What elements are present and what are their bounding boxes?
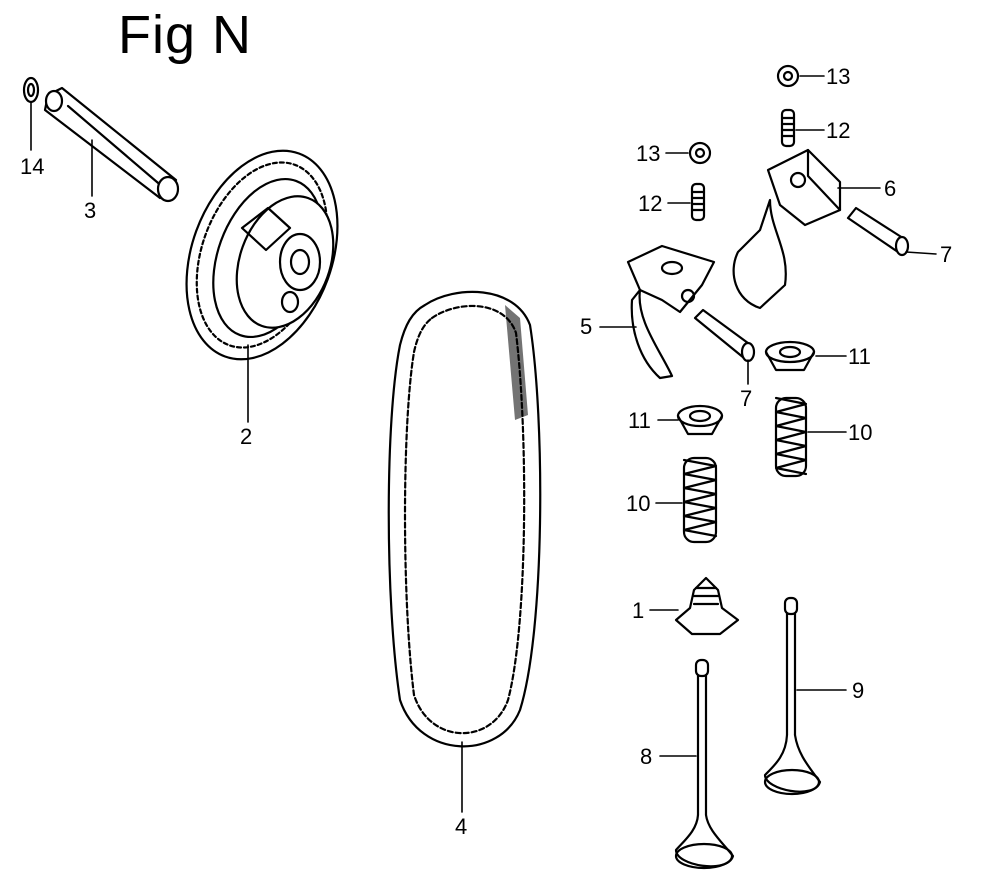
callout-4: 4 <box>455 814 467 839</box>
callout-11-left: 11 <box>628 408 651 433</box>
callout-10-right: 10 <box>848 420 872 445</box>
callout-9: 9 <box>852 678 864 703</box>
figure-title: Fig N <box>118 5 253 65</box>
callout-3: 3 <box>84 198 96 223</box>
part-12-screw-lower <box>690 182 706 222</box>
callout-7-lower: 7 <box>740 386 752 411</box>
callout-13-upper: 13 <box>826 64 850 89</box>
part-11-retainer-right <box>764 340 816 372</box>
leader-lines <box>30 75 937 813</box>
part-6-rocker-arm <box>732 148 842 310</box>
callout-14: 14 <box>20 154 44 179</box>
part-2-cam-pulley <box>185 149 339 361</box>
part-13-nut-upper <box>776 64 800 88</box>
part-5-rocker-arm <box>626 244 716 380</box>
part-8-valve <box>674 658 735 870</box>
callout-10-left: 10 <box>626 491 650 516</box>
part-13-nut-lower <box>688 141 712 165</box>
part-7-pin-lower <box>693 308 756 363</box>
callout-2: 2 <box>240 424 252 449</box>
part-7-pin-upper <box>846 206 910 257</box>
callout-6: 6 <box>884 176 896 201</box>
part-12-screw-upper <box>780 108 796 148</box>
callout-7-upper: 7 <box>940 242 952 267</box>
callout-8: 8 <box>640 744 652 769</box>
callout-11-right: 11 <box>848 344 871 369</box>
part-9-valve <box>763 596 822 796</box>
part-11-retainer-left <box>676 404 724 436</box>
part-3-camshaft <box>43 86 180 203</box>
callout-1: 1 <box>632 598 644 623</box>
callout-12-lower: 12 <box>638 191 662 216</box>
callouts: 14 3 2 4 5 6 7 7 13 12 13 12 11 10 11 10… <box>20 64 952 839</box>
callout-5: 5 <box>580 314 592 339</box>
callout-13-lower: 13 <box>636 141 660 166</box>
part-4-timing-belt <box>387 290 542 748</box>
part-10-spring-right <box>774 396 808 478</box>
part-14-washer <box>22 76 40 104</box>
callout-12-upper: 12 <box>826 118 850 143</box>
part-1-stem-seal <box>674 576 740 636</box>
part-10-spring-left <box>682 456 718 544</box>
